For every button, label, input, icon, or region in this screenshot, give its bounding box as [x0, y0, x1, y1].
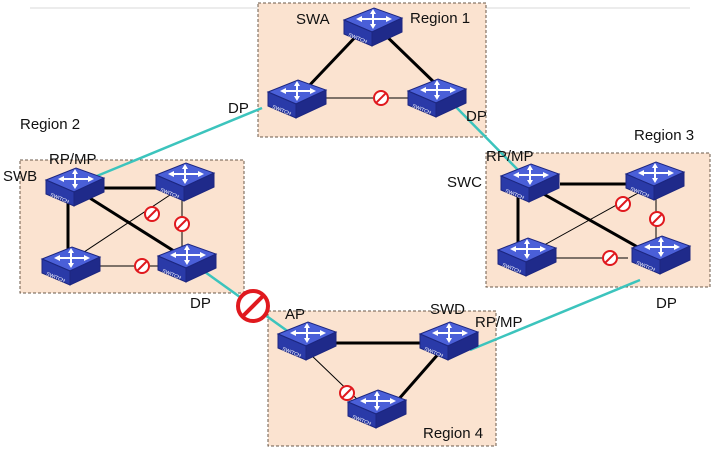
blocked-port-icon — [373, 90, 389, 106]
switch-name-swd: SWD — [430, 301, 465, 318]
port-role-r1-dp-left: DP — [228, 100, 249, 117]
switch-name-swc: SWC — [447, 174, 482, 191]
link-r2-diag-blocked — [71, 194, 171, 261]
link-r4-right — [396, 351, 442, 401]
link-r1-r2 — [91, 106, 263, 180]
region-1-label: Region 1 — [410, 10, 471, 27]
port-role-r3-dp: DP — [656, 295, 677, 312]
blocked-port-icon — [339, 385, 355, 401]
link-r3-r4 — [469, 278, 641, 352]
port-role-r4-rpmp: RP/MP — [475, 314, 523, 331]
link-r2-diag-main — [84, 193, 186, 260]
link-r1-swa-left — [303, 28, 364, 92]
blocked-port-icon — [615, 196, 631, 212]
blocked-port-icon — [649, 211, 665, 227]
switch-name-swb: SWB — [3, 168, 38, 185]
switch-name-swa: SWA — [296, 11, 330, 28]
port-role-r1-dp-right: DP — [466, 108, 487, 125]
blocked-port-icon — [174, 216, 190, 232]
link-r3-diag-main — [539, 190, 651, 256]
blocked-port-icon — [144, 206, 160, 222]
link-r1-r3 — [454, 105, 521, 173]
port-role-r2-dp: DP — [190, 295, 211, 312]
port-role-r3-rpmp: RP/MP — [486, 148, 534, 165]
blocked-link-icon — [236, 289, 270, 323]
port-role-r2-rpmp: RP/MP — [49, 151, 97, 168]
region-3-label: Region 3 — [634, 127, 695, 144]
region-4-label: Region 4 — [423, 425, 484, 442]
link-r1-swa-right — [378, 28, 442, 90]
region-2-label: Region 2 — [20, 116, 81, 133]
port-role-r4-ap: AP — [285, 306, 306, 323]
blocked-port-icon — [134, 258, 150, 274]
blocked-port-icon — [602, 250, 618, 266]
